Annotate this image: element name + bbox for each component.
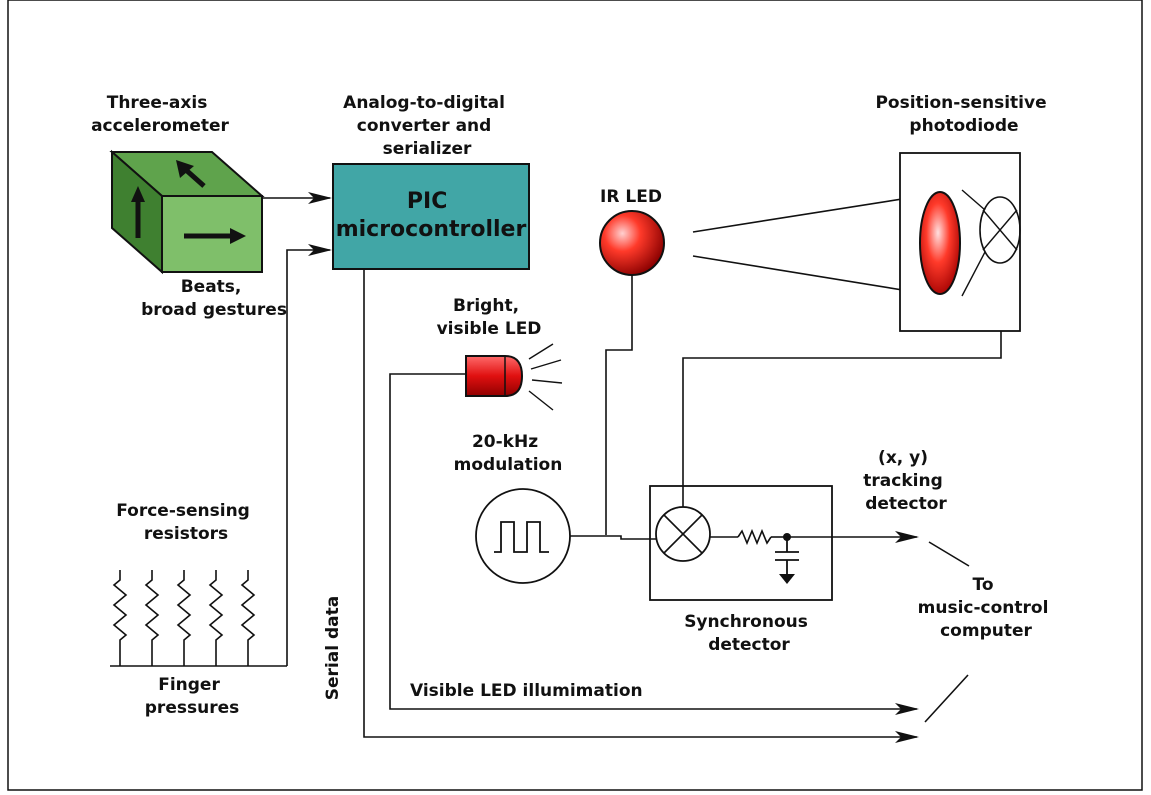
multiplier-mixer [655,506,711,562]
oscillator-to-mixer-wire [570,535,659,540]
synchronous-detector-box [649,485,833,601]
pic-label: PIC microcontroller [336,189,527,242]
force-sensing-resistor-array [110,570,287,667]
force-resistors-label: Force-sensing resistors [116,501,256,544]
force-to-pic-wire [286,244,332,666]
finger-pressures-label: Finger pressures [145,675,239,718]
filter-resistor [737,528,772,546]
force-resistor-5 [240,570,256,666]
modulation-label: 20-kHz modulation [454,432,563,475]
photodiode-sensor [961,189,1021,297]
visible-led-illumination-label: Visible LED illumimation [410,681,643,701]
photodiode-to-mixer-wire [682,331,1002,510]
tracking-detector-label: (x, y) tracking detector [863,448,948,514]
visible-led-illumination-wire [389,373,919,715]
serial-data-label: Serial data [323,596,343,700]
beats-label: Beats, broad gestures [141,277,287,320]
bright-led-label: Bright, visible LED [437,296,542,339]
ir-led-label: IR LED [600,187,662,207]
filter-capacitor [775,537,799,574]
switch-line-bottom [924,674,969,723]
accelerometer-cube [109,149,265,275]
switch-line-top [928,541,970,567]
bright-visible-led [465,355,524,397]
ir-led-wire [605,275,633,535]
ground-symbol [779,574,795,584]
force-resistor-3 [176,570,192,666]
music-computer-label: To music-control computer [918,575,1055,641]
ir-ray-top [692,195,922,233]
frame-border [7,0,1143,791]
ir-led [599,210,665,276]
square-wave-oscillator [475,488,571,584]
pic-microcontroller-box [332,163,530,270]
ir-ray-bottom [692,255,922,294]
synchronous-detector-label: Synchronous detector [684,612,814,655]
serial-data-wire [363,269,919,743]
force-resistor-2 [144,570,160,666]
led-light-rays [528,343,563,411]
photodiode-label: Position-sensitive photodiode [875,93,1052,136]
accelerometer-label: Three-axis accelerometer [91,93,229,136]
force-resistor-1 [112,570,128,666]
adc-label: Analog-to-digital converter and serializ… [343,93,511,159]
force-resistor-4 [208,570,224,666]
photodiode-lens [919,191,961,295]
